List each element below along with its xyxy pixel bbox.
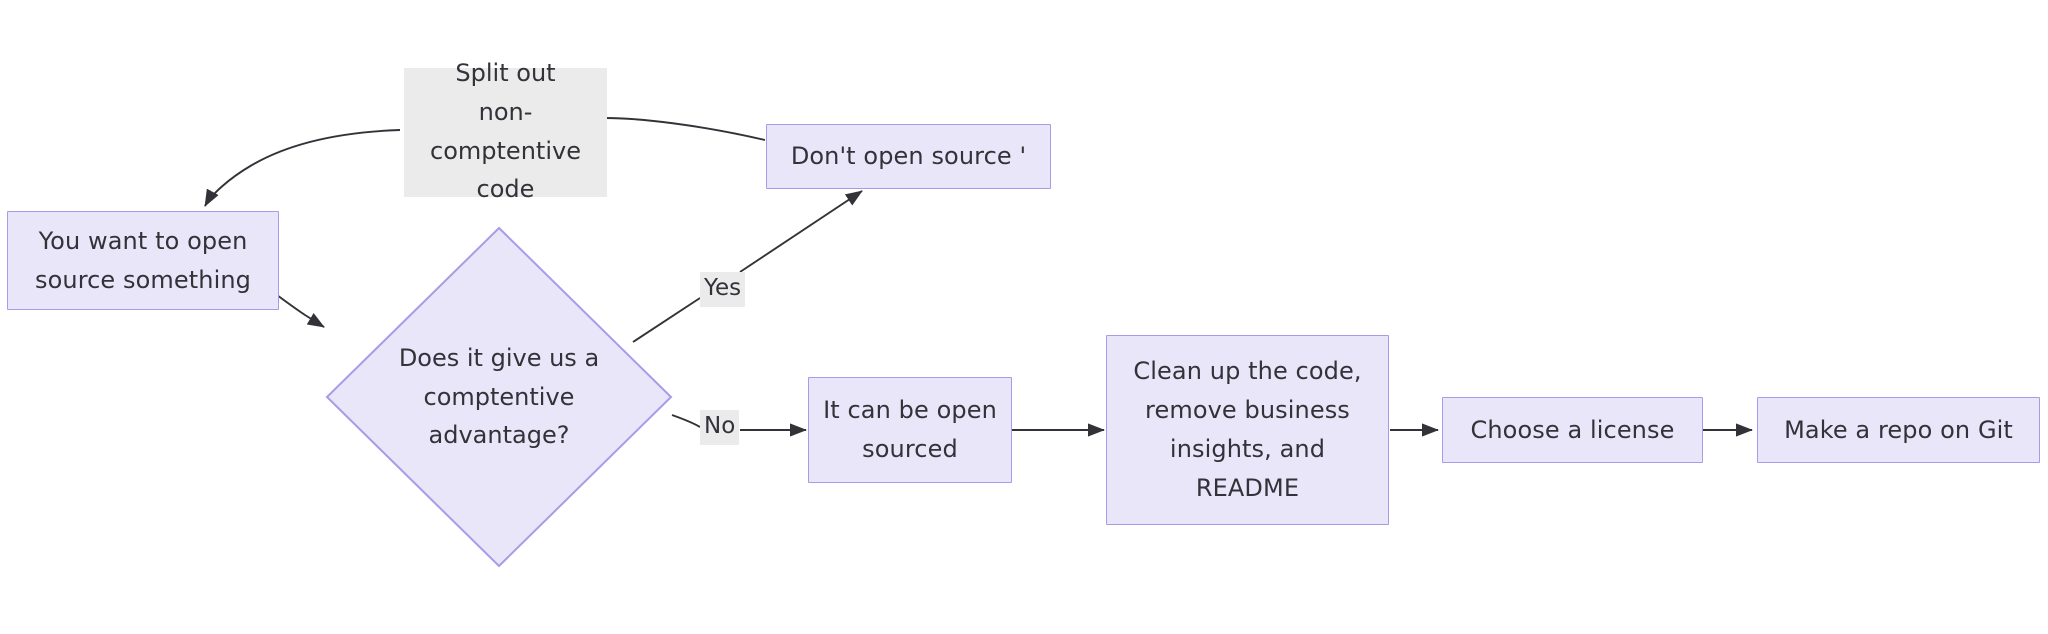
edge-label-no: No: [700, 410, 740, 445]
edge-label-split-out-code: Split out non-comptentive code: [404, 59, 607, 203]
edge-dontopen-to-start-tail: [204, 129, 401, 207]
node-clean-up-code-label: Clean up the code, remove business insig…: [1133, 357, 1362, 502]
node-decision[interactable]: Does it give us a comptentive advantage?: [325, 226, 673, 568]
node-decision-label: Does it give us a comptentive advantage?: [398, 343, 600, 450]
node-start[interactable]: You want to open source something: [7, 211, 279, 310]
edge-decision-to-canopen-a: [671, 414, 701, 428]
node-dont-open-source-label: Don't open source ': [790, 142, 1027, 171]
node-choose-license[interactable]: Choose a license: [1442, 397, 1703, 463]
node-can-be-open-sourced-label: It can be open sourced: [823, 396, 997, 463]
node-can-be-open-sourced[interactable]: It can be open sourced: [808, 377, 1012, 483]
node-clean-up-code[interactable]: Clean up the code, remove business insig…: [1106, 335, 1389, 525]
node-start-label: You want to open source something: [35, 226, 251, 294]
edge-label-yes-text: Yes: [704, 275, 742, 301]
edge-label-yes: Yes: [700, 272, 746, 307]
decision-diamond-shape: [325, 226, 673, 568]
edge-label-no-text: No: [704, 413, 736, 439]
edge-label-split-out-code-text: Split out non-comptentive code: [430, 58, 581, 204]
node-make-repo[interactable]: Make a repo on Git: [1757, 397, 2040, 463]
node-dont-open-source[interactable]: Don't open source ': [766, 124, 1051, 189]
edge-dontopen-to-start: [604, 117, 766, 141]
edge-decision-to-dontopen-b: [739, 190, 863, 273]
node-make-repo-label: Make a repo on Git: [1784, 415, 2013, 444]
node-choose-license-label: Choose a license: [1470, 415, 1675, 444]
